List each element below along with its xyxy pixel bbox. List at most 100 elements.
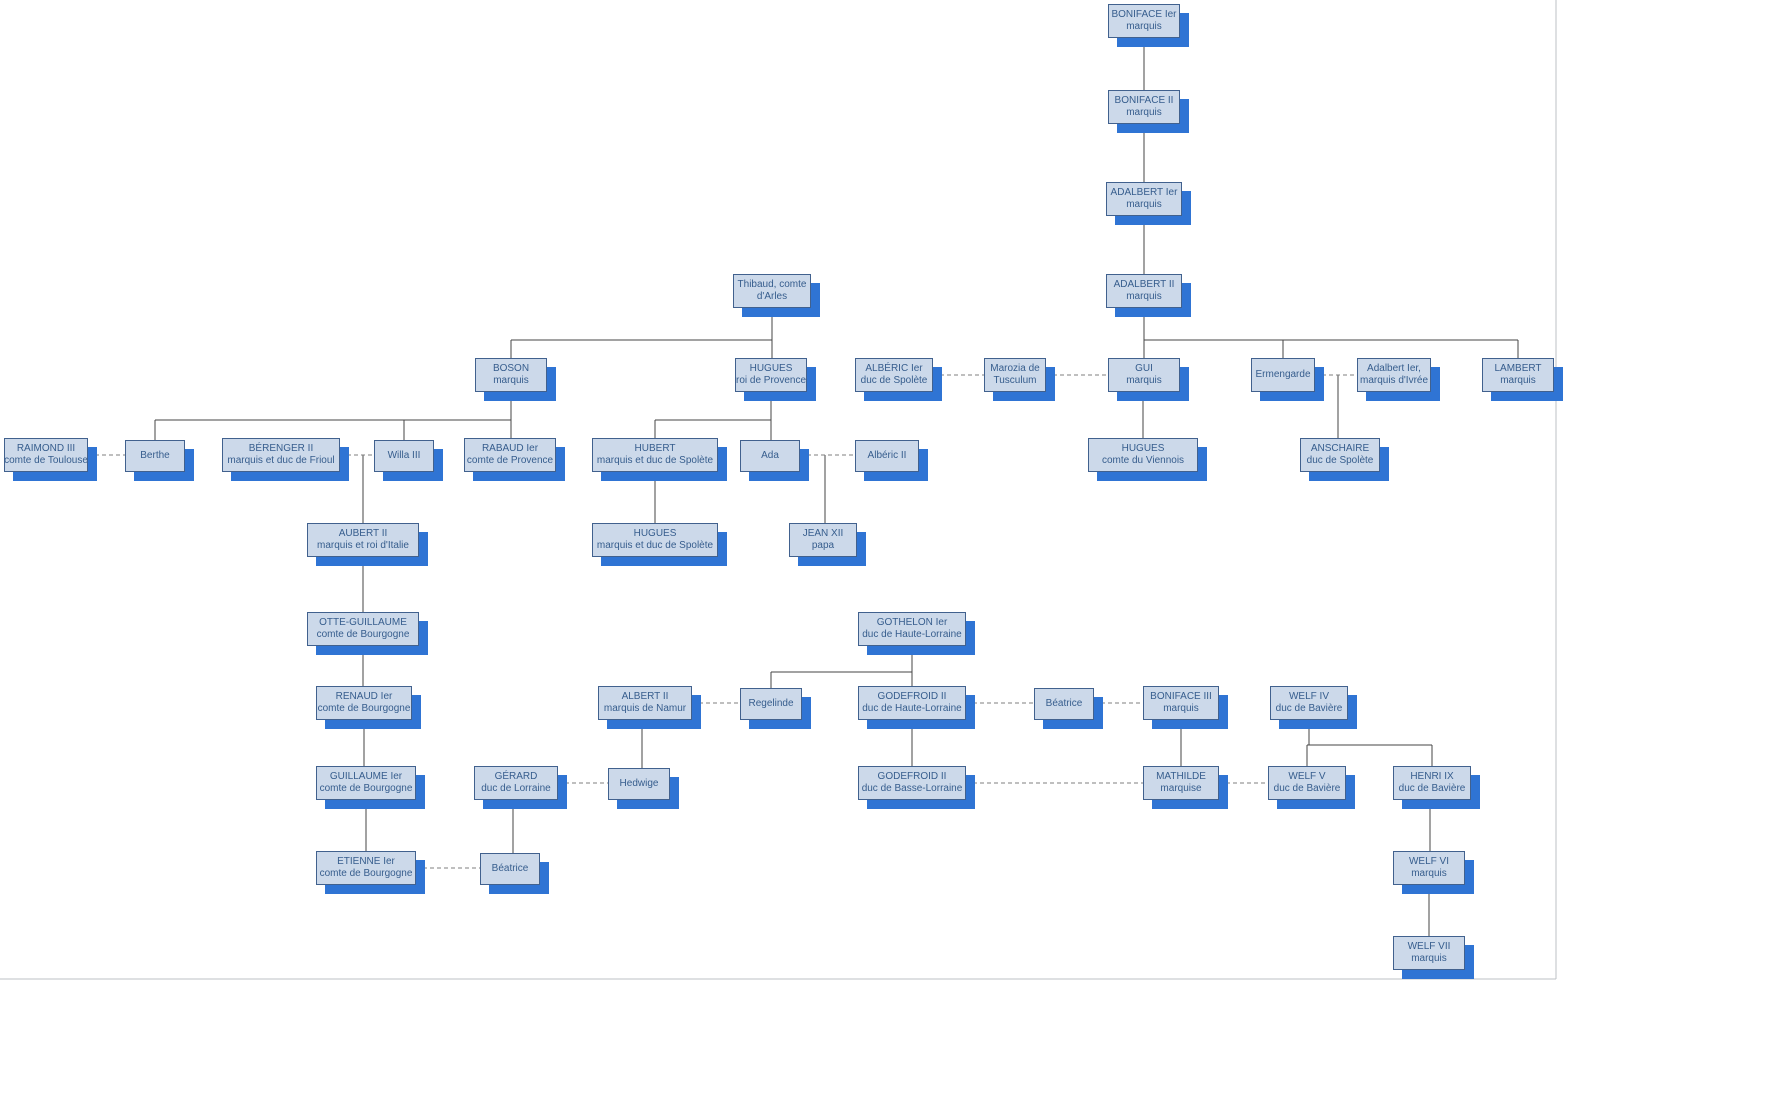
person-title: marquis et roi d'Italie bbox=[317, 540, 409, 551]
person-name: Ada bbox=[761, 449, 779, 461]
person-title: marquis et duc de Spolète bbox=[596, 455, 714, 466]
person-name: JEAN XII bbox=[802, 527, 844, 539]
person-title: marquis de Namur bbox=[603, 703, 687, 714]
person-name: HUGUES bbox=[633, 527, 677, 539]
person-node-berthe[interactable]: Berthe bbox=[125, 440, 185, 472]
person-title: comte de Toulouse bbox=[4, 455, 88, 466]
person-node-ada[interactable]: Ada bbox=[740, 440, 800, 472]
person-name: HENRI IX bbox=[1410, 770, 1454, 782]
person-name: GODEFROID II bbox=[877, 770, 947, 782]
person-name: GOTHELON Ier bbox=[876, 616, 948, 628]
person-name: BÉRENGER II bbox=[248, 442, 314, 454]
person-title: duc de Lorraine bbox=[481, 783, 551, 794]
person-name: ANSCHAIRE bbox=[1310, 442, 1370, 454]
person-title: marquis et duc de Frioul bbox=[227, 455, 335, 466]
person-name: Béatrice bbox=[491, 862, 529, 874]
person-title: marquis bbox=[1411, 868, 1447, 879]
person-node-willa-3[interactable]: Willa III bbox=[374, 440, 434, 472]
person-node-beatrice-1[interactable]: Béatrice bbox=[1034, 688, 1094, 720]
person-title: marquis bbox=[1500, 375, 1536, 386]
person-name: Berthe bbox=[140, 449, 170, 461]
person-node-ermengarde[interactable]: Ermengarde bbox=[1251, 358, 1315, 392]
person-title: duc de Haute-Lorraine bbox=[862, 703, 962, 714]
person-title: duc de Basse-Lorraine bbox=[861, 783, 963, 794]
person-node-alberic-2[interactable]: Albéric II bbox=[855, 440, 919, 472]
person-title: marquis bbox=[1126, 291, 1162, 302]
person-name: WELF VII bbox=[1407, 940, 1451, 952]
person-name: BOSON bbox=[492, 362, 530, 374]
person-title: marquis bbox=[1126, 21, 1162, 32]
person-name: ALBERT II bbox=[621, 690, 669, 702]
person-title: duc de Spolète bbox=[860, 375, 928, 386]
person-title: comte de Bourgogne bbox=[319, 868, 413, 879]
person-node-regelinde[interactable]: Regelinde bbox=[740, 688, 802, 720]
person-name: AUBERT II bbox=[338, 527, 388, 539]
person-title: roi de Provence bbox=[735, 375, 807, 386]
person-name: Willa III bbox=[387, 449, 421, 461]
person-name: Marozia de bbox=[990, 362, 1040, 374]
person-node-adalbert-ivree[interactable]: Adalbert Ier,marquis d'Ivrée bbox=[1357, 358, 1431, 392]
person-name: Thibaud, comte bbox=[737, 278, 807, 290]
person-name: HUGUES bbox=[1121, 442, 1165, 454]
person-name: Hedwige bbox=[619, 777, 659, 789]
person-name: RAIMOND III bbox=[16, 442, 76, 454]
person-title: comte de Bourgogne bbox=[316, 629, 410, 640]
person-name: OTTE-GUILLAUME bbox=[319, 616, 407, 628]
person-name: GODEFROID II bbox=[877, 690, 947, 702]
person-name: GÉRARD bbox=[494, 770, 538, 782]
person-title: marquis bbox=[1411, 953, 1447, 964]
person-title: marquise bbox=[1160, 783, 1202, 794]
person-node-beatrice-2[interactable]: Béatrice bbox=[480, 853, 540, 885]
person-name: GUI bbox=[1135, 362, 1153, 374]
person-name: WELF IV bbox=[1288, 690, 1329, 702]
person-title: duc de Bavière bbox=[1398, 783, 1466, 794]
person-node-hedwige[interactable]: Hedwige bbox=[608, 768, 670, 800]
person-title: d'Arles bbox=[756, 291, 788, 302]
person-title: comte du Viennois bbox=[1101, 455, 1185, 466]
person-title: marquis bbox=[493, 375, 529, 386]
person-name: ADALBERT II bbox=[1113, 278, 1175, 290]
person-name: Ermengarde bbox=[1255, 368, 1311, 380]
person-name: Regelinde bbox=[748, 697, 794, 709]
person-title: Tusculum bbox=[993, 375, 1037, 386]
person-title: comte de Bourgogne bbox=[317, 703, 411, 714]
